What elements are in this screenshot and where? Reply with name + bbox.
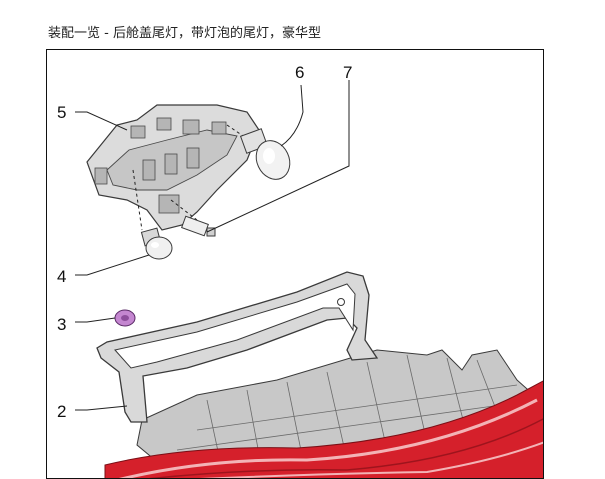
callout-5: 5: [57, 103, 66, 122]
lamp-gasket: [96, 271, 379, 423]
exploded-view-figure: 5 6 7 4 3 2: [46, 49, 544, 479]
callout-6: 6: [295, 63, 304, 82]
callout-3: 3: [57, 315, 66, 334]
large-bulb: [239, 128, 291, 180]
callout-7: 7: [343, 63, 352, 82]
bulb-carrier: [86, 104, 260, 231]
bulb: [140, 227, 173, 260]
small-wedge-bulb: [181, 215, 216, 237]
tail-lamp-housing: [104, 349, 543, 478]
page-title: 装配一览 - 后舱盖尾灯，带灯泡的尾灯，豪华型: [48, 26, 321, 41]
callout-2: 2: [57, 402, 66, 421]
leader-lines: [75, 80, 350, 411]
retaining-clip: [114, 309, 136, 327]
callout-4: 4: [57, 267, 66, 286]
exploded-view-drawing: 5 6 7 4 3 2: [57, 63, 543, 478]
